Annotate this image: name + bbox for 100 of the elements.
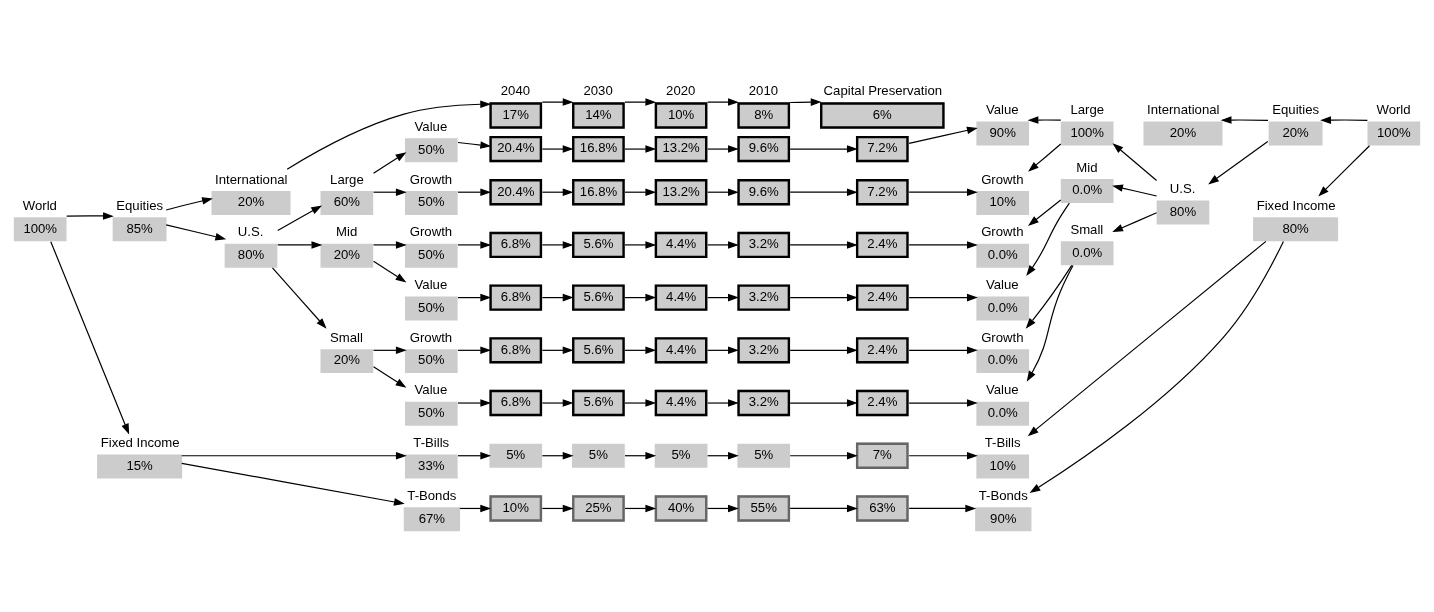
node-box: 0.0%	[976, 243, 1030, 268]
arrow	[372, 366, 407, 388]
arrow	[277, 241, 323, 249]
node-label: Fixed Income	[1256, 197, 1336, 213]
arrow	[624, 293, 657, 302]
arrow	[541, 188, 574, 196]
node-box: 60%	[320, 191, 374, 215]
arrow	[707, 399, 739, 407]
node-box: 100%	[13, 217, 67, 242]
node-label: Mid	[1076, 159, 1098, 175]
arrow	[908, 293, 978, 302]
arrow	[1027, 116, 1062, 124]
node-box: 0.0%	[976, 401, 1030, 426]
arrow	[457, 293, 492, 302]
node-label: Growth	[981, 224, 1024, 240]
arrow	[1028, 143, 1062, 172]
arrow	[1025, 264, 1073, 329]
arrow	[1320, 116, 1368, 124]
arrow	[1112, 184, 1158, 197]
arrow	[541, 98, 574, 106]
arrow	[908, 504, 977, 513]
arrow	[541, 504, 574, 513]
node-box: 5%	[489, 443, 543, 468]
arrow	[165, 224, 227, 241]
node-box: 20%	[320, 243, 374, 268]
node-label: U.S.	[237, 224, 264, 240]
arrow	[624, 188, 657, 196]
arrow	[789, 188, 858, 196]
node-box: 5%	[654, 443, 708, 468]
arrow	[624, 504, 657, 513]
node-box: 80%	[1253, 217, 1339, 242]
node-label: 2030	[583, 82, 613, 98]
arrow	[372, 260, 407, 283]
node-label: Value	[985, 276, 1019, 292]
node-box: 10%	[976, 191, 1030, 215]
arrow	[1318, 145, 1371, 197]
arrow	[372, 241, 407, 249]
node-label: Growth	[409, 171, 453, 187]
arrow	[457, 399, 492, 407]
arrow	[789, 346, 858, 355]
node-box: 20%	[1143, 121, 1223, 146]
node-box: 10%	[976, 454, 1030, 479]
arrow	[707, 241, 739, 249]
arrow	[624, 399, 657, 407]
node-box: 0.0%	[976, 296, 1030, 321]
arrow	[541, 451, 574, 460]
arrow	[789, 451, 858, 460]
arrow	[459, 504, 492, 513]
arrow	[165, 197, 213, 211]
node-box: 80%	[1156, 200, 1210, 225]
node-box: 15%	[97, 454, 183, 479]
node-label: World	[1376, 102, 1411, 118]
arrow	[707, 145, 739, 153]
arrow	[50, 241, 130, 435]
node-label: Large	[1070, 102, 1105, 118]
node-box: 100%	[1060, 121, 1114, 146]
node-box: 50%	[404, 349, 458, 374]
node-label: World	[22, 197, 57, 213]
node-box: 20%	[211, 191, 291, 215]
arrow	[1026, 264, 1074, 382]
node-box: 5%	[572, 443, 625, 468]
node-box: 20%	[320, 349, 374, 374]
arrow	[541, 241, 574, 249]
node-label: T-Bonds	[407, 487, 457, 503]
node-label: Growth	[981, 329, 1024, 345]
arrow	[181, 451, 407, 460]
arrow	[372, 188, 407, 196]
node-box: 50%	[404, 191, 458, 215]
arrow	[908, 188, 978, 196]
node-box: 20%	[1268, 121, 1323, 146]
arrow	[181, 462, 405, 506]
node-label: T-Bills	[984, 435, 1021, 451]
node-label: Small	[330, 329, 363, 345]
node-box: 50%	[404, 243, 458, 268]
node-label: Large	[330, 171, 364, 187]
arrow	[541, 145, 574, 153]
node-box: 85%	[112, 217, 167, 242]
arrow	[908, 241, 978, 249]
arrow	[624, 98, 657, 106]
arrow	[66, 212, 114, 220]
arrow	[541, 399, 574, 407]
arrow	[457, 141, 492, 149]
node-label: Growth	[409, 329, 453, 345]
node-box: 50%	[404, 401, 458, 426]
node-box: 80%	[224, 243, 278, 268]
arrow	[457, 451, 492, 460]
node-label: 2040	[500, 82, 531, 98]
node-label: T-Bills	[413, 435, 450, 451]
node-box: 0.0%	[1060, 241, 1114, 266]
node-label: Equities	[116, 197, 164, 213]
arrow	[271, 267, 327, 329]
node-label: Fixed Income	[100, 435, 180, 451]
arrow	[789, 399, 858, 407]
arrow	[707, 346, 739, 355]
arrow	[1220, 116, 1269, 124]
arrow	[908, 346, 978, 355]
node-label: Value	[414, 382, 448, 398]
node-box: 90%	[975, 507, 1032, 532]
arrow	[707, 188, 739, 196]
arrow	[707, 504, 739, 513]
